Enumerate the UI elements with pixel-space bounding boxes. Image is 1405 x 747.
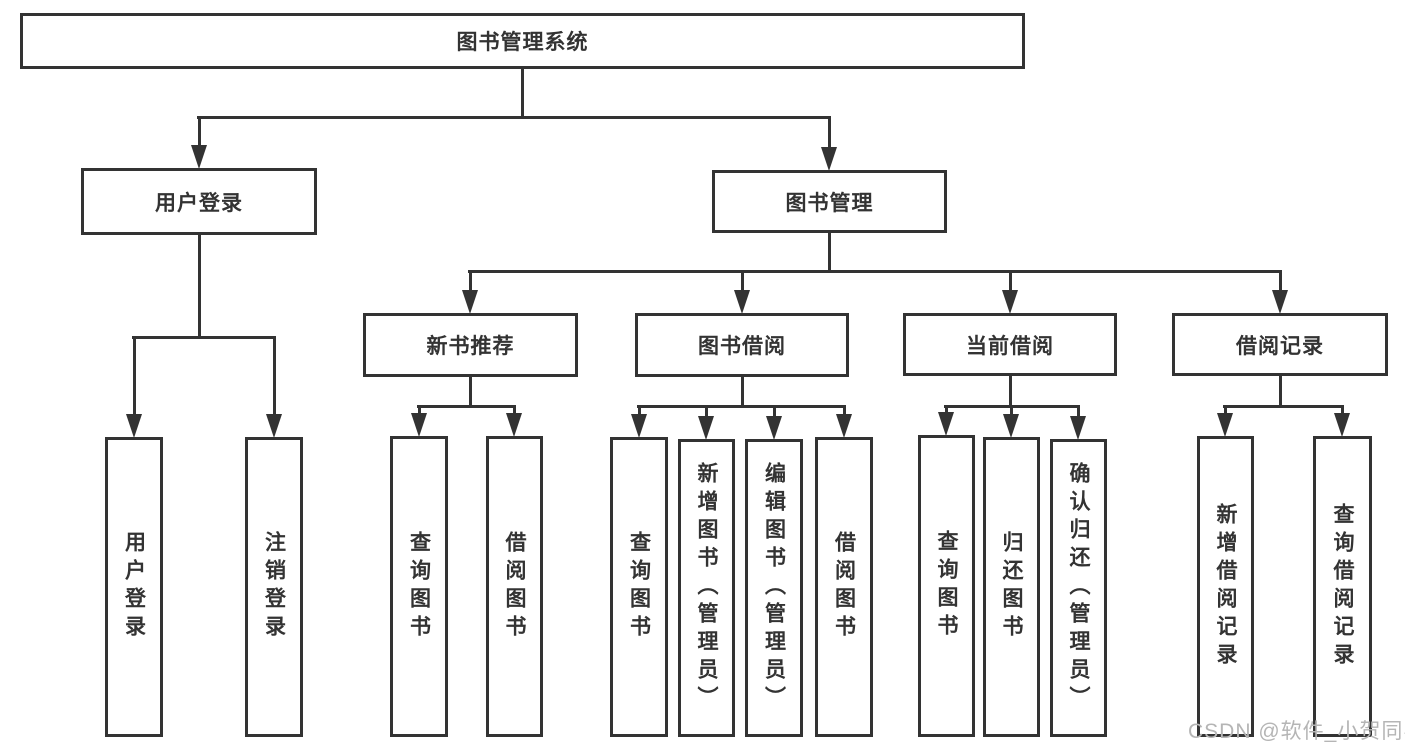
node-label: 查询图书 xyxy=(627,531,651,643)
connector-shaft xyxy=(418,406,421,414)
node-root: 图书管理系统 xyxy=(20,13,1025,69)
watermark: CSDN @软件_小贺同学 xyxy=(1188,720,1405,743)
node-book-mgmt: 图书管理 xyxy=(712,170,947,233)
arrow-down-icon xyxy=(266,414,282,438)
arrow-down-icon xyxy=(411,413,427,437)
node-leaf-query-book-c: 查询图书 xyxy=(918,435,975,737)
node-label: 查询图书 xyxy=(935,530,958,642)
connector-rail xyxy=(417,405,516,408)
node-leaf-logout: 注销登录 xyxy=(245,437,303,737)
node-label: 图书借阅 xyxy=(698,335,786,358)
node-label: 用户登录 xyxy=(122,531,146,643)
connector-shaft xyxy=(273,337,276,415)
node-label: 查询借阅记录 xyxy=(1331,502,1354,671)
node-label: 编辑图书（管理员） xyxy=(762,462,786,714)
arrow-down-icon xyxy=(1002,290,1018,314)
connector-shaft xyxy=(1341,406,1344,414)
connector-shaft xyxy=(828,117,831,148)
arrow-down-icon xyxy=(1217,413,1233,437)
connector-stub xyxy=(198,233,201,339)
node-label: 归还图书 xyxy=(1000,531,1023,643)
arrow-down-icon xyxy=(766,416,782,440)
node-current-borrow: 当前借阅 xyxy=(903,313,1117,376)
node-borrow-record: 借阅记录 xyxy=(1172,313,1388,376)
node-leaf-query-record: 查询借阅记录 xyxy=(1313,436,1372,737)
connector-shaft xyxy=(741,271,744,291)
node-leaf-query-book-a: 查询图书 xyxy=(390,436,448,737)
arrow-down-icon xyxy=(938,412,954,436)
arrow-down-icon xyxy=(821,147,837,171)
node-leaf-borrow-book-b: 借阅图书 xyxy=(815,437,873,737)
node-leaf-query-book-b: 查询图书 xyxy=(610,437,668,737)
arrow-down-icon xyxy=(631,414,647,438)
node-label: 当前借阅 xyxy=(966,334,1054,358)
connector-stub xyxy=(469,375,472,408)
arrow-down-icon xyxy=(506,413,522,437)
node-leaf-return-book: 归还图书 xyxy=(983,437,1040,737)
node-leaf-confirm-return: 确认归还（管理员） xyxy=(1050,439,1107,737)
node-user-login: 用户登录 xyxy=(81,168,317,235)
connector-shaft xyxy=(1224,406,1227,414)
node-label: 图书管理系统 xyxy=(456,31,589,54)
connector-shaft xyxy=(843,406,846,415)
connector-rail xyxy=(197,116,831,119)
connector-stub xyxy=(521,67,524,119)
connector-rail xyxy=(468,270,1282,273)
connector-shaft xyxy=(513,406,516,414)
node-label: 注销登录 xyxy=(262,531,286,643)
connector-rail xyxy=(132,336,276,339)
connector-stub xyxy=(1279,374,1282,408)
node-leaf-borrow-book-a: 借阅图书 xyxy=(486,436,543,737)
connector-shaft xyxy=(1010,406,1013,415)
arrow-down-icon xyxy=(1003,414,1019,438)
node-label: 新增借阅记录 xyxy=(1214,502,1237,671)
connector-shaft xyxy=(945,406,948,413)
connector-shaft xyxy=(1009,271,1012,291)
node-label: 用户登录 xyxy=(155,191,243,215)
connector-rail xyxy=(637,405,846,408)
node-new-book-rec: 新书推荐 xyxy=(363,313,578,377)
connector-shaft xyxy=(1077,406,1080,417)
connector-stub xyxy=(1009,374,1012,408)
node-leaf-add-book: 新增图书（管理员） xyxy=(678,439,735,737)
arrow-down-icon xyxy=(1334,413,1350,437)
arrow-down-icon xyxy=(1272,290,1288,314)
node-leaf-edit-book: 编辑图书（管理员） xyxy=(745,439,803,737)
connector-shaft xyxy=(469,271,472,291)
node-leaf-add-record: 新增借阅记录 xyxy=(1197,436,1254,737)
connector-rail xyxy=(1223,405,1344,408)
connector-stub xyxy=(741,375,744,408)
arrow-down-icon xyxy=(191,145,207,169)
connector-shaft xyxy=(638,406,641,415)
arrow-down-icon xyxy=(698,416,714,440)
node-label: 借阅图书 xyxy=(832,531,856,643)
arrow-down-icon xyxy=(734,290,750,314)
node-leaf-user-login: 用户登录 xyxy=(105,437,163,737)
node-label: 确认归还（管理员） xyxy=(1067,462,1090,714)
connector-shaft xyxy=(198,117,201,146)
connector-stub xyxy=(828,231,831,273)
connector-shaft xyxy=(133,337,136,415)
node-label: 新增图书（管理员） xyxy=(695,462,718,714)
arrow-down-icon xyxy=(126,414,142,438)
connector-shaft xyxy=(773,406,776,417)
node-label: 图书管理 xyxy=(785,191,874,215)
node-label: 查询图书 xyxy=(407,530,431,643)
node-label: 借阅图书 xyxy=(503,530,526,643)
node-book-borrow: 图书借阅 xyxy=(635,313,849,377)
arrow-down-icon xyxy=(836,414,852,438)
node-label: 借阅记录 xyxy=(1236,334,1324,358)
connector-shaft xyxy=(1279,271,1282,291)
arrow-down-icon xyxy=(462,290,478,314)
arrow-down-icon xyxy=(1070,416,1086,440)
connector-shaft xyxy=(705,406,708,417)
node-label: 新书推荐 xyxy=(426,335,515,358)
